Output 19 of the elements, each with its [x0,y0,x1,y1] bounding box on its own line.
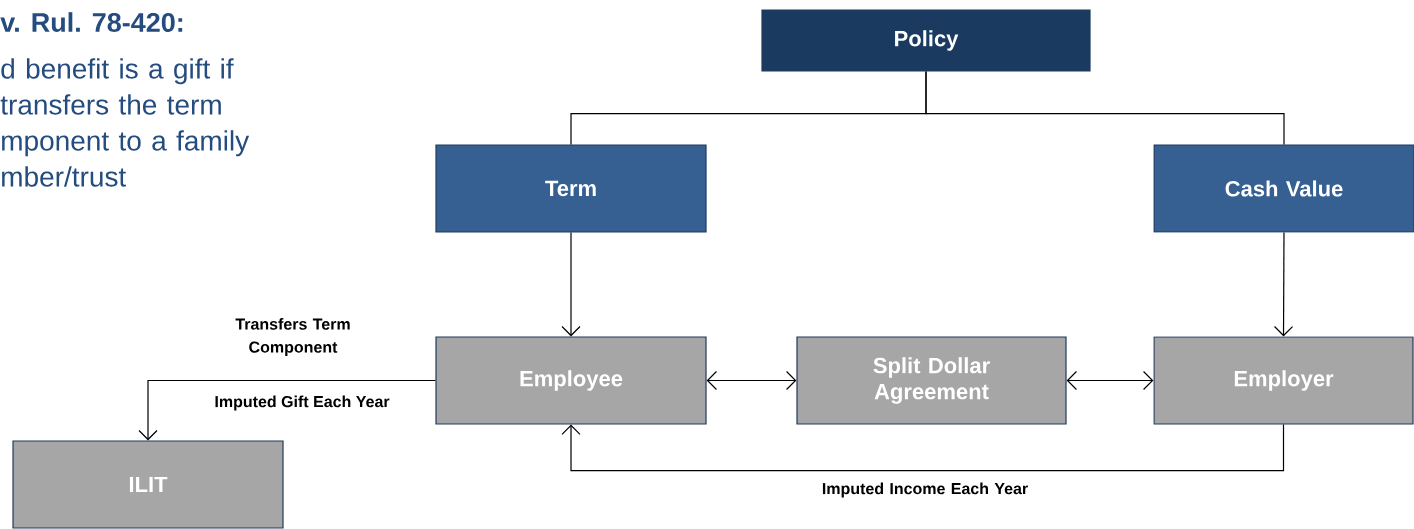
connector [561,423,1285,472]
party-box: Employee [435,336,707,425]
category-box: Term [435,144,707,233]
connector [561,232,581,337]
party-box: ILIT [12,440,284,529]
connector [1066,370,1154,391]
connector [925,71,1285,145]
edge-label: Transfers Term Component [235,318,350,356]
connector [706,370,797,391]
header-box: Policy [761,9,1091,72]
edge-label: Imputed Income Each Year [822,482,1028,498]
annotation: Imputed Gift Each Year [215,395,390,411]
party-box: Employer [1153,336,1414,425]
party-box: Split Dollar Agreement [796,336,1067,425]
connector [1273,232,1294,337]
note-text: d benefit is a gift if transfers the term mponent to a family mber/trust [0,58,250,187]
connector [138,379,436,441]
heading: v. Rul. 78-420: [0,12,183,32]
category-box: Cash Value [1153,144,1414,233]
